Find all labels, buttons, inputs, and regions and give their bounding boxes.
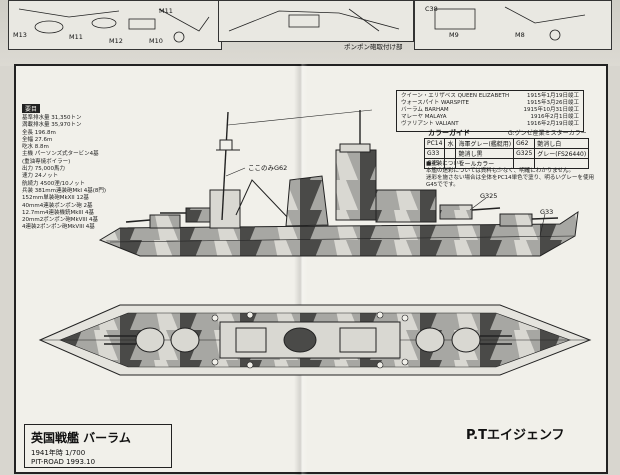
ship-date: 1915年3月26日竣工: [527, 100, 579, 106]
assembly-panel-left: M13 M11 M12 M10 M11: [8, 0, 222, 50]
spec-line: 主機 パーソンズ式タービン4基: [22, 151, 99, 158]
spec-line: 吃水 8.8m: [22, 144, 49, 151]
part-label: M10: [149, 37, 163, 45]
part-label: M11: [69, 33, 83, 41]
specifications-heading: 要目: [22, 104, 41, 113]
scale-label: 1941年時 1/700: [31, 449, 86, 457]
spec-line: 基準排水量 31,350トン: [22, 115, 82, 121]
part-assembly-drawing: [18, 8, 210, 43]
ship-name: マレーヤ MALAYA: [401, 114, 447, 120]
signature-text: P.Tエイジェンフ: [466, 428, 565, 443]
sister-ship-list: クイーン・エリザベス QUEEN ELIZABETH 1915年1月19日竣工 …: [396, 90, 584, 132]
pom-pom-caption: ポンポン砲取付け部: [344, 43, 403, 51]
note-line: 迷彩を施さない場合は全体をPC14単色で塗り、明るいグレーを使用: [426, 175, 594, 181]
specifications-block: 要目 基準排水量 31,350トン 満載排水量 35,970トン 全長 196.…: [22, 96, 192, 232]
spec-line: (重油専焼ボイラー): [22, 158, 71, 165]
callout-g33: G33: [540, 208, 554, 216]
spec-line: 4連装2ポンポン砲MkVIII 4基: [22, 224, 95, 231]
ship-date: 1916年2月1日竣工: [530, 114, 580, 120]
part-label: C38: [425, 5, 438, 13]
spec-line: 兵装 381mm連装砲MkI 4基(8門): [22, 187, 107, 194]
spec-line: 40mm4連装ポンポン砲 2基: [22, 202, 93, 209]
spec-line: 速力 24ノット: [22, 173, 59, 180]
ship-date: 1915年10月31日竣工: [523, 107, 580, 113]
color-guide-table: PC14 水 海軍グレー(艦艇用) G62 艶消し白 G33 艶消し黒 G325…: [423, 138, 590, 169]
part-label: M13: [13, 31, 27, 39]
title-box: 英国戦艦 バーラム 1941年時 1/700 PIT-ROAD 1993.10: [24, 424, 172, 468]
spec-line: 航続力 4500浬/10ノット: [22, 180, 85, 187]
spec-line: 全長 196.8m: [22, 129, 56, 136]
callout-g325: G325: [480, 192, 498, 200]
part-label: M11: [159, 7, 173, 15]
note-line: ■塗装について: [426, 161, 465, 167]
color-code: [513, 158, 536, 169]
ship-row: バーラム BARHAM 1915年10月31日竣工: [401, 107, 579, 114]
color-mark: [444, 158, 457, 169]
spec-line: 全幅 27.6m: [22, 136, 53, 143]
assembly-panel-right: M9 C38 M8: [414, 0, 612, 50]
ship-row: ヴァリアント VALIANT 1916年2月19日竣工: [401, 121, 579, 128]
hull-profile: [98, 210, 579, 257]
assembly-panel-middle: [218, 0, 414, 42]
color-guide-subtitle: G:グンゼ産業ミスターカラー: [508, 130, 587, 137]
top-instruction-strip: M13 M11 M12 M10 M11 ポンポン砲取付け部 M9 C38 M8: [0, 0, 620, 66]
ship-name: ヴァリアント VALIANT: [401, 121, 459, 127]
part-label: M12: [109, 37, 123, 45]
painting-notes: ■塗装について 本艦の迷彩については資料も少なく、明確にわかりません。 迷彩を施…: [426, 161, 594, 189]
ship-row: マレーヤ MALAYA 1916年2月1日竣工: [401, 114, 579, 121]
color-guide-title: カラーガイド: [428, 129, 470, 137]
ship-name: ウォースパイト WARSPITE: [401, 100, 469, 106]
gun-detail-drawing: [434, 6, 586, 41]
ship-date: 1916年2月19日竣工: [527, 121, 579, 127]
turret-a: [149, 214, 181, 229]
maker-label: PIT-ROAD 1993.10: [31, 458, 96, 466]
turret-x: [439, 204, 473, 220]
spec-line: 出力 75,000馬力: [22, 166, 65, 173]
part-label: M8: [515, 31, 525, 39]
part-label: M9: [449, 31, 459, 39]
ship-name: バーラム BARHAM: [401, 107, 449, 113]
ship-name: クイーン・エリザベス QUEEN ELIZABETH: [401, 93, 510, 99]
color-code: G45: [423, 158, 446, 169]
spec-line: 20mm2ポンポン砲MkVIII 4基: [22, 217, 99, 224]
spec-line: 12.7mm4連装機銃MkIII 4基: [22, 209, 95, 216]
note-line: G45でです。: [426, 182, 459, 188]
note-line: 本艦の迷彩については資料も少なく、明確にわかりません。: [426, 168, 575, 174]
foremast: [221, 111, 229, 221]
color-row: G45 セールカラー: [423, 158, 590, 169]
ship-row: ウォースパイト WARSPITE 1915年3月26日竣工: [401, 100, 579, 107]
turret-y: [499, 213, 533, 227]
spec-line: 152mm単装砲MkXII 12基: [22, 195, 89, 202]
instruction-sheet: [14, 64, 608, 474]
ship-row: クイーン・エリザベス QUEEN ELIZABETH 1915年1月19日竣工: [401, 93, 579, 100]
ship-date: 1915年1月19日竣工: [527, 93, 579, 99]
funnel: [285, 175, 329, 227]
ship-title: 英国戦艦 バーラム: [31, 431, 131, 445]
callout-g62: ここのみG62: [248, 164, 288, 172]
color-name: [534, 158, 590, 169]
deck-detail-drawing: [228, 8, 400, 32]
spec-line: 満載排水量 35,970トン: [22, 122, 82, 129]
